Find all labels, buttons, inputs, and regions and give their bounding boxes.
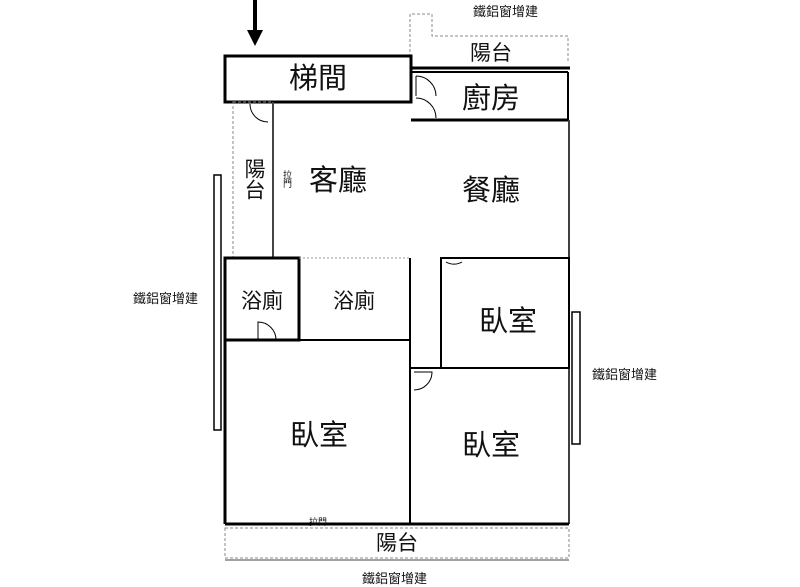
label-dining-room: 餐廳 [462,173,521,207]
window-addition-right-bar [571,311,581,445]
label-bedroom-small: 臥室 [479,304,538,338]
label-bathroom-center: 浴廁 [333,289,375,313]
annotation-window-addition-right: 鐵鋁窗增建 [592,368,658,383]
main-walls [223,120,570,526]
label-balcony-top: 陽台 [470,41,512,65]
label-living-room: 客廳 [309,163,368,197]
label-balcony-bottom: 陽台 [376,531,418,555]
label-kitchen: 廚房 [462,81,521,115]
label-bedroom-bottom-left: 臥室 [290,418,349,452]
label-stairwell: 梯間 [289,61,348,95]
kitchen-walls [411,71,569,122]
annotation-window-addition-left: 鐵鋁窗增建 [133,292,199,307]
annotation-sliding-door-left: 拉門 [281,170,291,188]
annotation-window-addition-top: 鐵鋁窗增建 [473,5,539,20]
label-balcony-left: 陽台 [242,158,266,200]
balcony-bottom-outline [224,527,570,559]
entrance-arrow [247,0,263,46]
stairwell-box [223,54,413,104]
label-bathroom-left: 浴廁 [241,289,283,313]
label-bedroom-bottom-right: 臥室 [462,428,521,462]
balcony-top-outline [409,13,569,62]
annotation-window-addition-bottom: 鐵鋁窗增建 [362,572,428,587]
window-addition-left-bar [213,174,222,431]
annotation-sliding-door-bottom: 拉門 [309,518,328,528]
